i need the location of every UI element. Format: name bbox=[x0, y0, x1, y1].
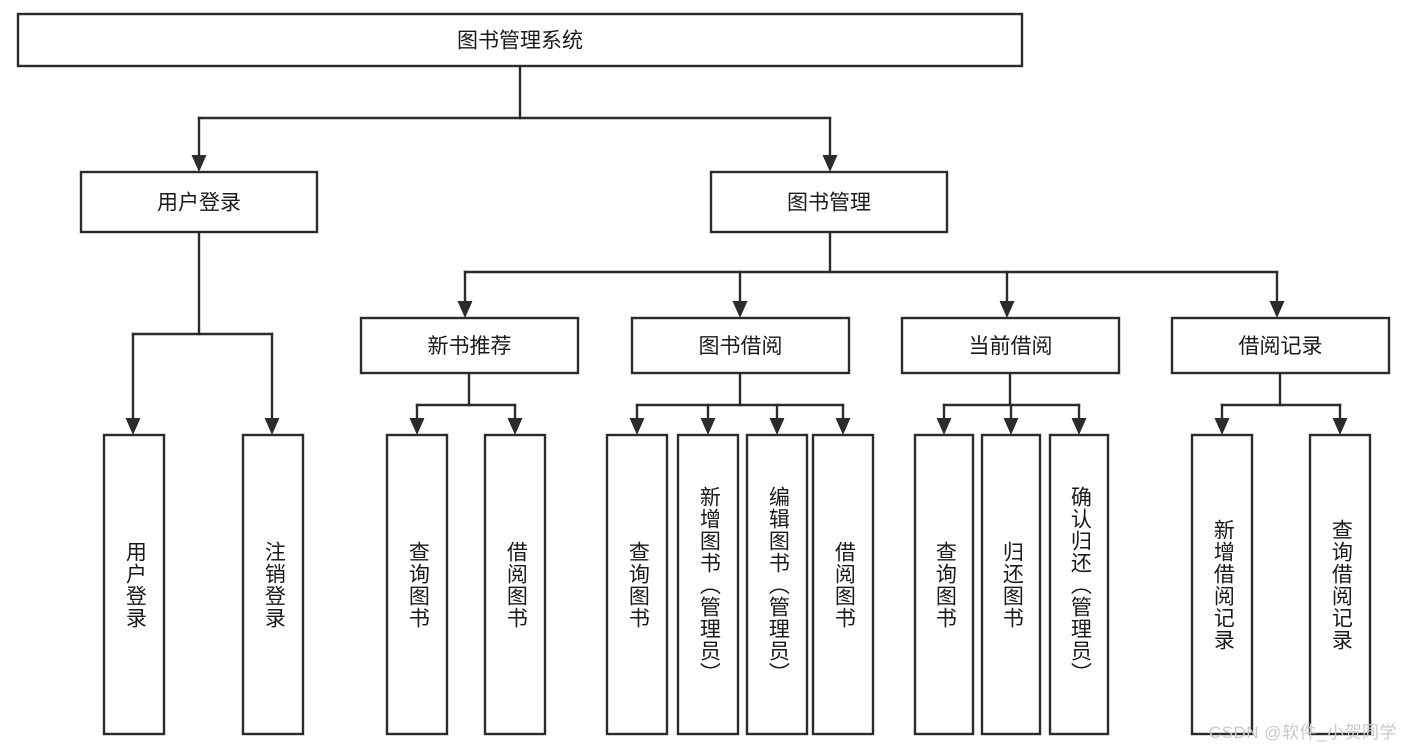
arrow-head-icon bbox=[1003, 418, 1019, 435]
node-leaf-7[interactable] bbox=[811, 433, 875, 736]
arrow-head-icon bbox=[507, 418, 523, 435]
node-leaf-6[interactable] bbox=[745, 433, 809, 736]
arrow-head-icon bbox=[732, 301, 748, 318]
arrow-head-icon bbox=[822, 155, 838, 172]
node-leaf-12[interactable] bbox=[1308, 433, 1372, 736]
arrow-head-icon bbox=[125, 418, 141, 435]
arrow-head-icon bbox=[835, 418, 851, 435]
arrow-head-icon bbox=[1214, 418, 1230, 435]
connectors-layer bbox=[125, 64, 1348, 435]
arrow-head-icon bbox=[1269, 301, 1285, 318]
node-leaf-4[interactable] bbox=[605, 433, 669, 736]
node-leaf-2[interactable] bbox=[385, 433, 449, 736]
node-level3-2-label: 当前借阅 bbox=[969, 335, 1053, 358]
node-leaf-10[interactable] bbox=[1048, 433, 1110, 736]
node-leaf-0[interactable] bbox=[102, 433, 166, 736]
arrow-head-icon bbox=[999, 301, 1015, 318]
node-level2-0[interactable] bbox=[79, 170, 319, 234]
node-leaf-5[interactable] bbox=[676, 433, 740, 736]
node-leaf-9[interactable] bbox=[980, 433, 1042, 736]
node-leaf-1[interactable] bbox=[241, 433, 305, 736]
node-leaf-3[interactable] bbox=[483, 433, 547, 736]
arrow-head-icon bbox=[936, 418, 952, 435]
node-level2-0-label: 用户登录 bbox=[157, 192, 241, 215]
arrow-head-icon bbox=[769, 418, 785, 435]
node-level3-3-label: 借阅记录 bbox=[1239, 335, 1323, 358]
arrow-head-icon bbox=[191, 155, 207, 172]
node-level3-2[interactable] bbox=[900, 316, 1121, 375]
node-root-system[interactable] bbox=[16, 12, 1024, 68]
arrow-head-icon bbox=[1332, 418, 1348, 435]
arrow-head-icon bbox=[700, 418, 716, 435]
node-level3-1-label: 图书借阅 bbox=[699, 335, 783, 358]
node-leaf-11[interactable] bbox=[1190, 433, 1254, 736]
node-level3-1[interactable] bbox=[630, 316, 851, 375]
arrow-head-icon bbox=[1071, 418, 1087, 435]
arrow-head-icon bbox=[457, 301, 473, 318]
watermark-text: CSDN @软件_小贺同学 bbox=[1208, 723, 1397, 742]
node-level3-0[interactable] bbox=[359, 316, 580, 375]
arrow-head-icon bbox=[409, 418, 425, 435]
node-level3-3[interactable] bbox=[1170, 316, 1391, 375]
node-level2-1[interactable] bbox=[709, 170, 949, 234]
arrow-head-icon bbox=[264, 418, 280, 435]
node-level2-1-label: 图书管理 bbox=[787, 192, 871, 215]
node-leaf-8[interactable] bbox=[913, 433, 975, 736]
node-root-system-label: 图书管理系统 bbox=[457, 30, 583, 53]
arrow-head-icon bbox=[629, 418, 645, 435]
node-level3-0-label: 新书推荐 bbox=[428, 335, 512, 358]
node-boxes-layer bbox=[16, 12, 1391, 736]
